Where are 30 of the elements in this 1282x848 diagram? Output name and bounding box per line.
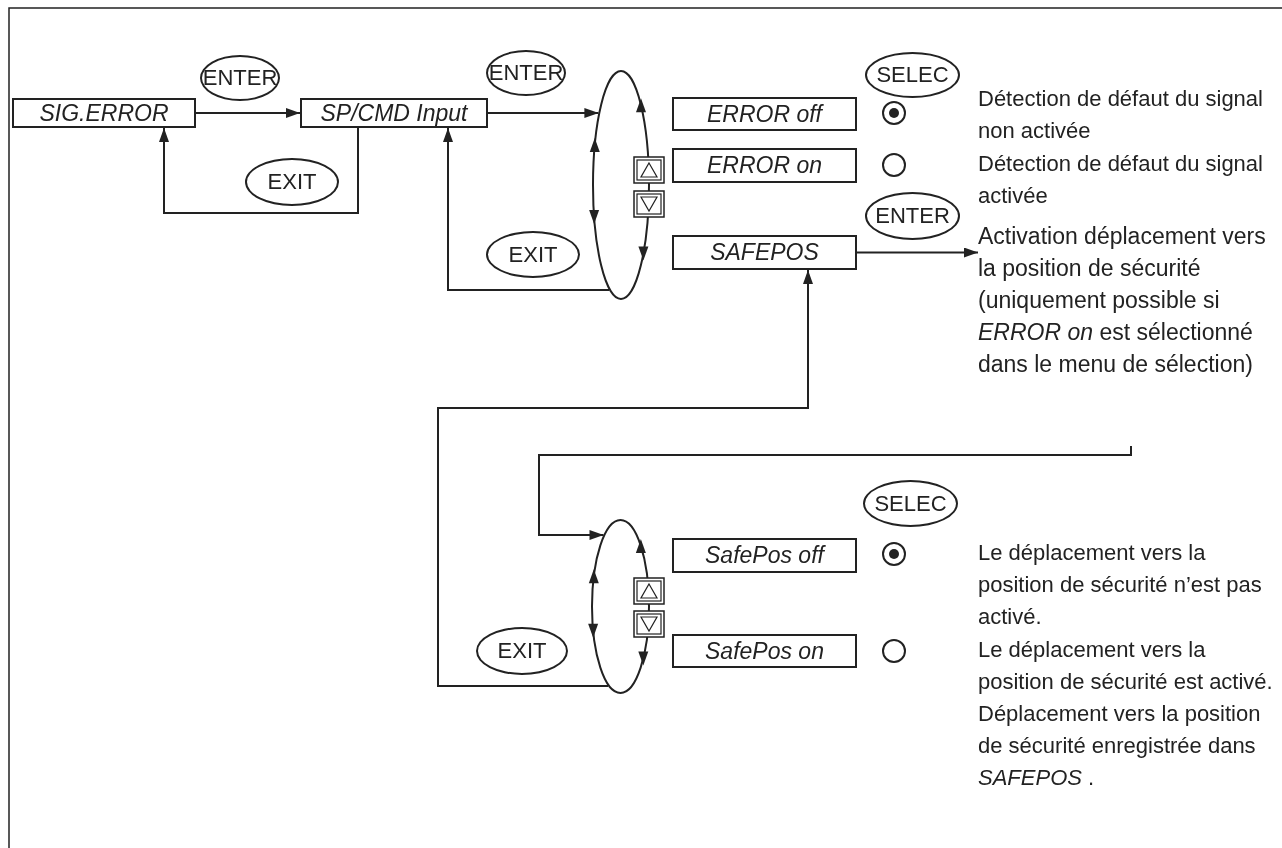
description-text: Détection de défaut du signal non activée bbox=[978, 85, 1264, 145]
arrow bbox=[159, 127, 359, 214]
key-oval: ENTER bbox=[200, 55, 280, 101]
description-text: Détection de défaut du signal activée bbox=[978, 150, 1264, 210]
description-text: Le déplacement vers la position de sécurité n’est pas activé. bbox=[978, 539, 1263, 631]
selection-loop-ellipse bbox=[591, 519, 650, 694]
arrow bbox=[437, 269, 813, 687]
menu-item-box: SP/CMD Input bbox=[300, 98, 488, 128]
description-text: Activation déplacement vers la position de sécurité bbox=[978, 222, 1267, 283]
arrow bbox=[195, 108, 301, 118]
key-oval: SELEC bbox=[863, 480, 958, 527]
description-text: (uniquement possible si ERROR on est sélectionné dans le menu de sélection) bbox=[978, 286, 1254, 379]
option-box: SafePos on bbox=[672, 634, 857, 668]
arrow bbox=[487, 108, 600, 118]
menu-item-box: SIG.ERROR bbox=[12, 98, 196, 128]
menu-item-box: SAFEPOS bbox=[672, 235, 857, 270]
selection-loop-ellipse bbox=[592, 70, 650, 300]
key-oval: EXIT bbox=[245, 158, 339, 206]
arrow bbox=[443, 127, 611, 291]
description-text: Le déplacement vers la position de sécurité est activé. Déplacement vers la position de sécurité enregistrée dans SAFEPOS . bbox=[978, 636, 1274, 792]
key-oval: ENTER bbox=[865, 192, 960, 240]
key-oval: ENTER bbox=[486, 50, 566, 96]
option-box: SafePos off bbox=[672, 538, 857, 573]
key-oval: EXIT bbox=[486, 231, 580, 278]
option-box: ERROR off bbox=[672, 97, 857, 131]
option-box: ERROR on bbox=[672, 148, 857, 183]
arrow bbox=[856, 247, 979, 258]
arrow bbox=[538, 445, 1132, 540]
key-oval: EXIT bbox=[476, 627, 568, 675]
key-oval: SELEC bbox=[865, 52, 960, 98]
